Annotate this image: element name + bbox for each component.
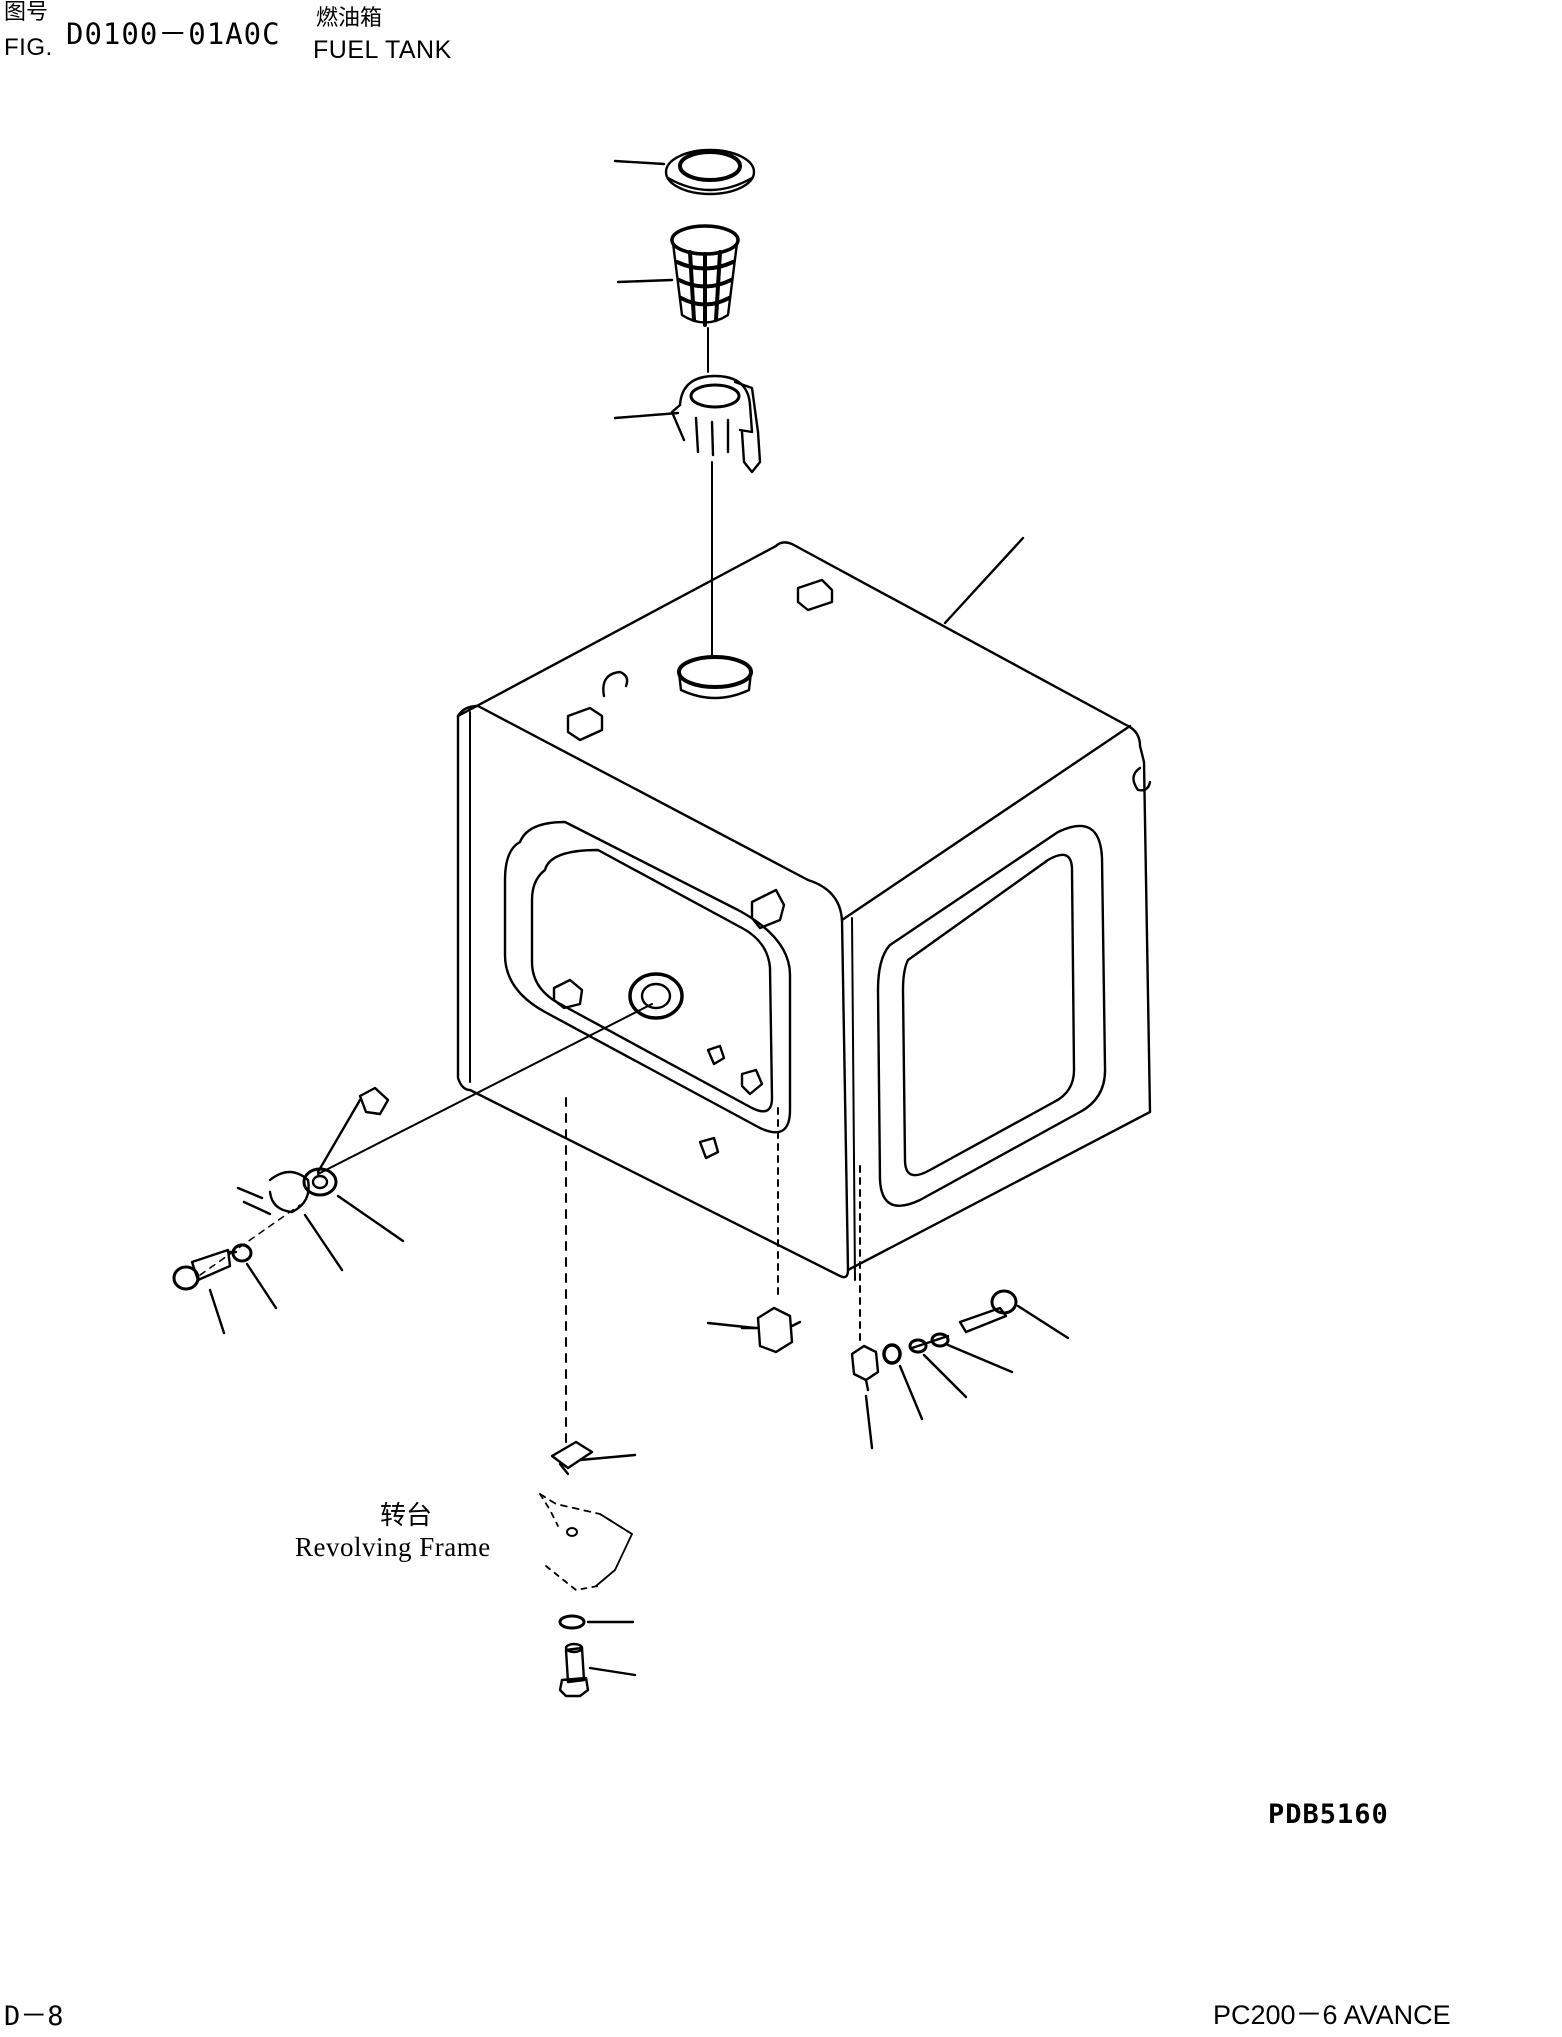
- leader-line: [245, 1262, 278, 1310]
- leader-line: [613, 411, 680, 420]
- drain-valve: [740, 1306, 802, 1354]
- leader-line: [706, 1321, 757, 1330]
- filler-bracket: [670, 374, 762, 474]
- page-number: D－8: [4, 2001, 64, 2032]
- figure-code: D0100－01A0C: [66, 17, 281, 51]
- strainer: [670, 224, 740, 327]
- leader-line: [943, 536, 1025, 625]
- fuel-level-gauge: [236, 1003, 653, 1216]
- leader-line: [303, 1213, 344, 1272]
- filler-cap: [664, 148, 756, 196]
- mounting-hardware: [539, 1440, 633, 1698]
- figure-label-en: FIG.: [4, 34, 53, 61]
- drawing-number: PDB5160: [1268, 1799, 1389, 1830]
- leader-line: [613, 159, 666, 166]
- title-en: FUEL TANK: [313, 36, 452, 64]
- title-cn: 燃油箱: [316, 6, 383, 31]
- bolt-left: [172, 1204, 301, 1291]
- leader-line: [946, 1343, 1014, 1374]
- leader-line: [616, 278, 674, 284]
- drain-fittings: [850, 1289, 1018, 1392]
- leader-line: [208, 1288, 226, 1335]
- revolving-frame-label-cn: 转台: [380, 1501, 433, 1531]
- leader-line: [336, 1194, 405, 1243]
- leader-line: [588, 1666, 637, 1677]
- machine-model: PC200－6 AVANCE: [1213, 2000, 1451, 2030]
- leader-line: [898, 1364, 924, 1421]
- leader-line: [922, 1353, 968, 1399]
- figure-label-cn: 图号: [4, 0, 49, 25]
- leader-line: [1016, 1304, 1070, 1340]
- leader-line: [864, 1394, 874, 1450]
- leader-line: [578, 1453, 637, 1462]
- revolving-frame-label-en: Revolving Frame: [295, 1532, 491, 1562]
- fuel-tank: [456, 541, 1152, 1281]
